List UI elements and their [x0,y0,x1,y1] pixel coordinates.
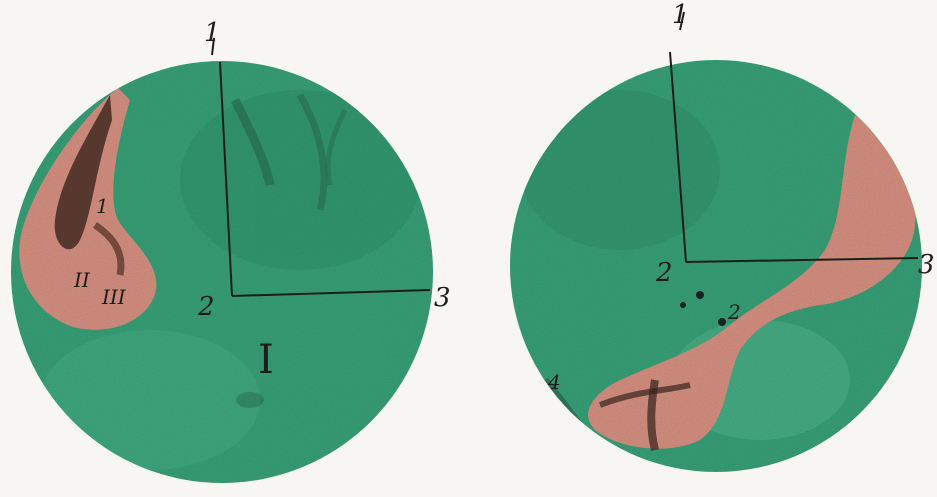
left-axis-label-corner: 2 [198,294,215,320]
left-marker-3: III [102,287,126,307]
left-axis-label-top: 1 [204,20,221,46]
right-axis-label-top: 1 [672,2,689,28]
left-marker-1: 1 [96,196,109,216]
figure-numeral: I [258,340,274,380]
right-axis-label-corner: 2 [656,260,673,286]
right-marker-4: 4 [548,372,561,392]
right-marker-2: 2 [728,302,741,322]
left-axis-label-right: 3 [434,285,451,311]
right-axis-label-right: 3 [918,252,935,278]
left-marker-2: II [74,270,90,290]
